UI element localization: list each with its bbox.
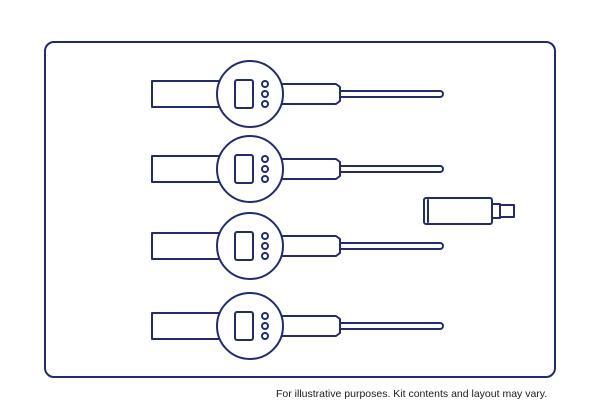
case-outline bbox=[44, 41, 556, 378]
digital-indicator-icon bbox=[151, 60, 444, 128]
disclaimer-caption: For illustrative purposes. Kit contents … bbox=[276, 388, 548, 400]
digital-indicator-icon bbox=[151, 292, 444, 360]
contact-point-extension-icon bbox=[423, 197, 515, 225]
digital-indicator-icon bbox=[151, 212, 444, 280]
digital-indicator-icon bbox=[151, 135, 444, 203]
